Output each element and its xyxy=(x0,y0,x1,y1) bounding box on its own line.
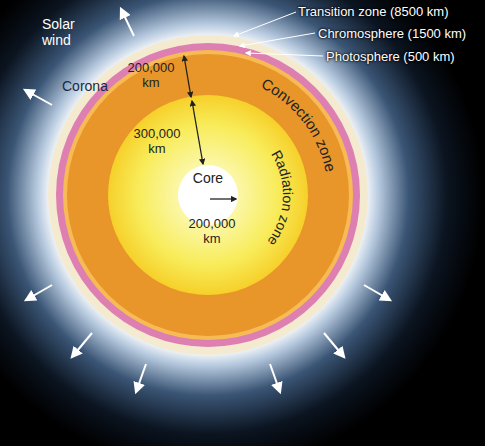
radiation-zone xyxy=(108,95,308,295)
dimension-label: 200,000 km xyxy=(184,216,240,246)
photosphere-ring xyxy=(63,50,353,340)
dimension-arrows xyxy=(184,56,236,199)
layer-label: Chromosphere (1500 km) xyxy=(318,26,466,41)
dimension-label: 300,000 km xyxy=(130,126,184,156)
zone-label: Convection zone xyxy=(259,75,340,174)
solar-wind-label: Solar wind xyxy=(42,16,86,48)
zone-label: Radiation zone xyxy=(264,147,296,249)
layer-label: Photosphere (500 km) xyxy=(326,49,455,64)
solar-wind-arrows xyxy=(25,9,390,392)
corona-label: Corona xyxy=(62,78,108,94)
chromosphere-ring xyxy=(56,43,360,347)
zone-label: Convection zone xyxy=(259,75,340,174)
convection-zone xyxy=(67,54,349,336)
layer-label: Transition zone (8500 km) xyxy=(298,4,449,19)
dimension-label: 200,000 km xyxy=(124,60,178,90)
zone-label: Radiation zone xyxy=(264,147,296,249)
transition-zone-ring xyxy=(48,35,368,355)
core-label: Core xyxy=(193,170,223,186)
